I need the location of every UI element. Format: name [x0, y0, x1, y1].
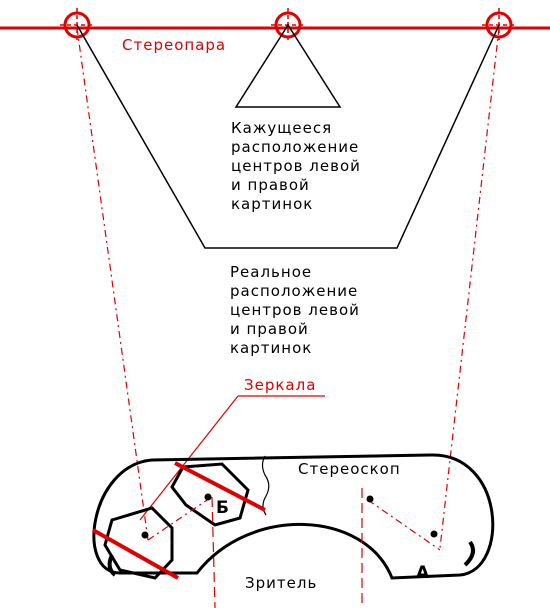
- ray-left-a: [147, 497, 211, 541]
- eyepiece-right: [463, 540, 476, 567]
- real-location-text: Реальное расположение центров левой и пр…: [230, 263, 366, 357]
- mirror-right: [174, 461, 266, 512]
- stereoscope-label: Стереоскоп: [298, 460, 401, 478]
- sight-line-left: [76, 27, 149, 541]
- stereopair-label: Стереопара: [122, 36, 226, 54]
- point-right-upper: [366, 495, 374, 503]
- viewer-label: Зритель: [245, 574, 317, 592]
- point-b-label: Б: [216, 498, 230, 518]
- break-line: [261, 455, 270, 516]
- point-left: [141, 531, 149, 539]
- point-b: [204, 493, 212, 501]
- mirror-housing-right: [170, 462, 250, 527]
- ray-right-a: [367, 499, 441, 551]
- apparent-location-text: Кажущееся расположение центров левой и п…: [231, 119, 367, 213]
- mirrors-label: Зеркала: [244, 376, 316, 394]
- point-right-lower: [430, 530, 438, 538]
- mirror-left: [92, 528, 179, 580]
- sight-line-right: [439, 27, 500, 549]
- ray-left-b: [211, 496, 216, 608]
- apparent-triangle: [234, 23, 342, 108]
- eyepiece-left: [107, 554, 117, 577]
- point-a-label: А: [416, 563, 430, 583]
- stereoscope-body: [92, 453, 495, 580]
- real-location-outline: [76, 24, 500, 249]
